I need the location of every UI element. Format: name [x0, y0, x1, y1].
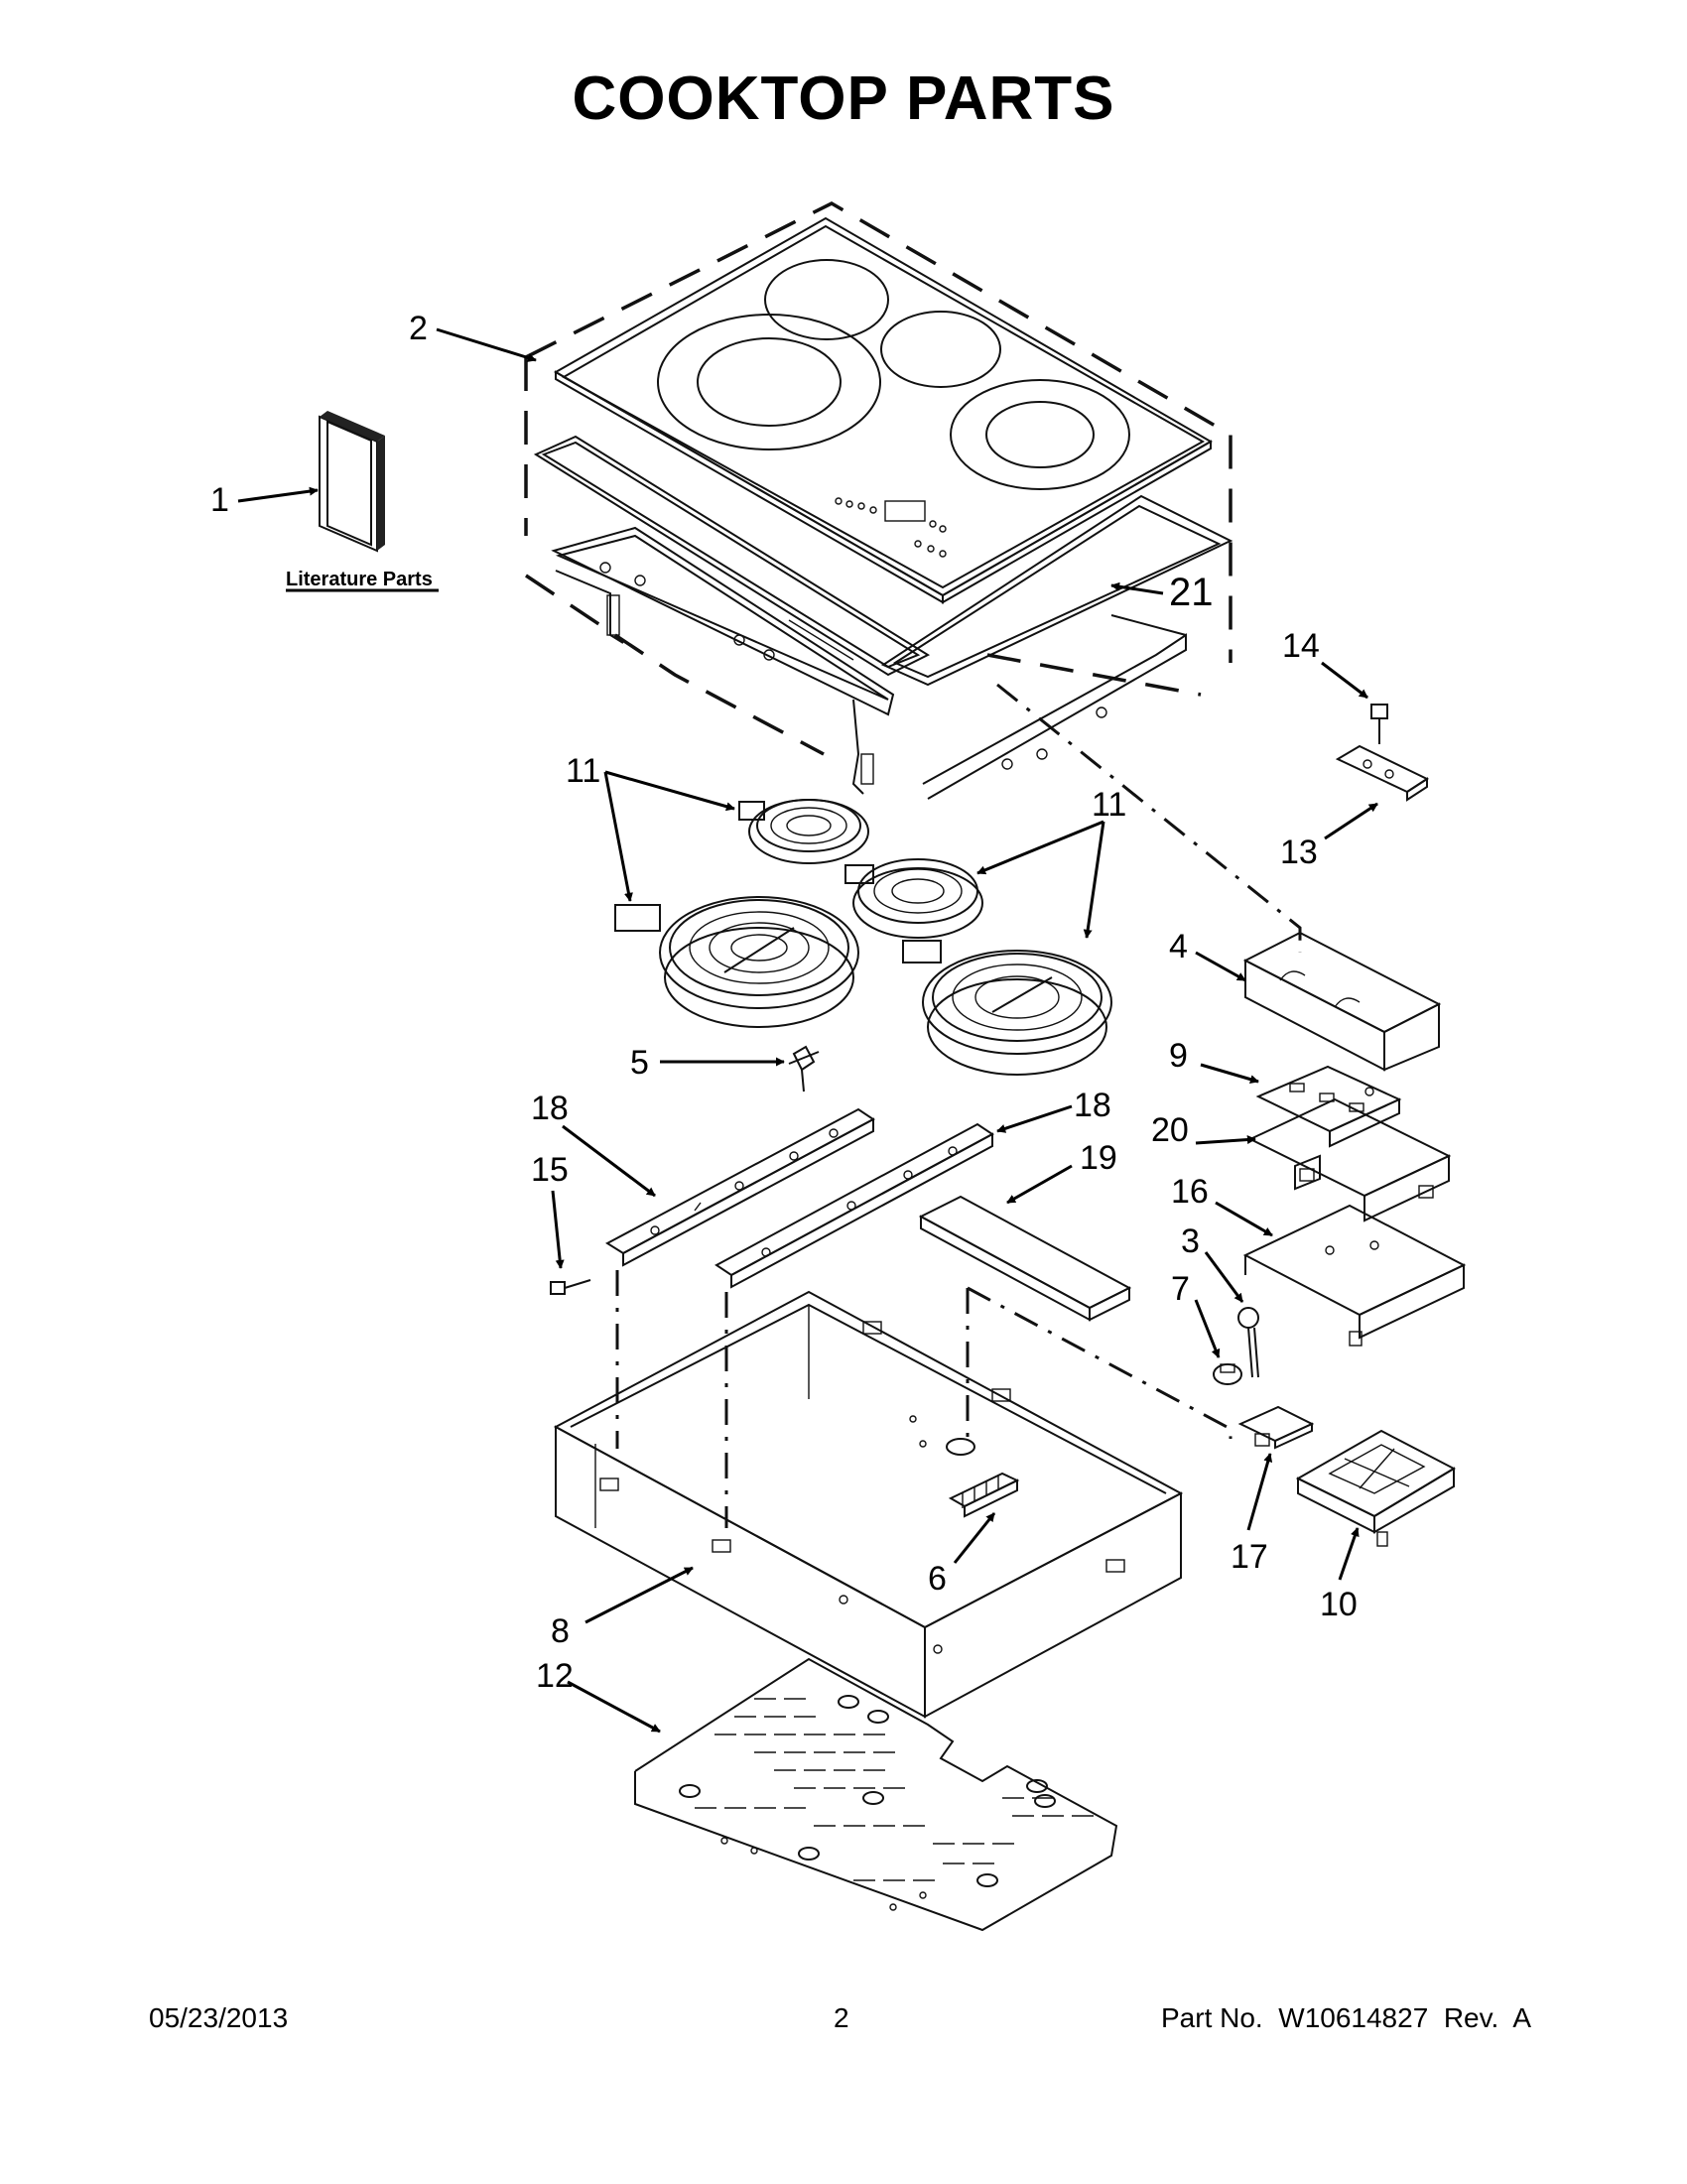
- cooktop-box-8: [553, 1290, 1184, 1719]
- heating-element-large-left: [614, 896, 859, 1028]
- leader-8: [584, 1566, 694, 1624]
- leader-11b-2: [1083, 821, 1105, 939]
- alignment-line-channel: [967, 1286, 1233, 1439]
- page-title: COOKTOP PARTS: [572, 64, 1115, 133]
- callout-15: 15: [531, 1151, 569, 1189]
- callout-10: 10: [1320, 1586, 1358, 1623]
- leader-11b-1: [976, 820, 1104, 875]
- cooktop-frame: [551, 526, 1187, 800]
- literature-parts-label: Literature Parts: [286, 569, 433, 590]
- heating-element-large-right: [902, 940, 1112, 1076]
- bracket-16: [1242, 1204, 1467, 1347]
- literature-booklet: [319, 411, 385, 553]
- leader-21: [1110, 581, 1164, 595]
- leader-11a-2: [603, 771, 633, 902]
- callout-21: 21: [1169, 571, 1214, 614]
- callout-11-right: 11: [1092, 786, 1126, 824]
- leader-18b: [996, 1104, 1073, 1133]
- leader-2: [436, 327, 537, 362]
- footer-date: 05/23/2013: [149, 2002, 289, 2033]
- leader-16: [1215, 1201, 1273, 1237]
- callout-12: 12: [536, 1657, 574, 1695]
- callout-14: 14: [1282, 627, 1320, 665]
- screw-14: [1370, 704, 1388, 744]
- leader-1: [237, 486, 319, 503]
- callout-18-right: 18: [1074, 1087, 1111, 1124]
- callout-1: 1: [210, 481, 229, 519]
- callout-3: 3: [1181, 1222, 1200, 1260]
- leader-10: [1338, 1527, 1360, 1581]
- control-board-9: [1255, 1065, 1402, 1148]
- callout-2: 2: [409, 310, 428, 347]
- rail-18-left: [605, 1107, 875, 1267]
- leader-19: [1006, 1164, 1073, 1205]
- bottom-plate-12: [634, 1657, 1118, 1932]
- leader-4: [1195, 951, 1246, 982]
- leader-17: [1246, 1453, 1273, 1531]
- alignment-line-frame: [996, 683, 1302, 953]
- callout-5: 5: [630, 1044, 649, 1082]
- glass-cooktop: [553, 216, 1214, 604]
- leader-20: [1195, 1135, 1256, 1145]
- callout-20: 20: [1151, 1111, 1189, 1149]
- screw-15: [550, 1279, 591, 1295]
- heating-element-small-center: [844, 858, 983, 939]
- shield-20: [1247, 1097, 1452, 1222]
- leader-15: [551, 1190, 565, 1269]
- leader-3: [1204, 1251, 1244, 1303]
- callout-17: 17: [1231, 1538, 1268, 1576]
- callout-11-left: 11: [566, 752, 600, 790]
- sensor-3-7: [1213, 1307, 1259, 1385]
- touch-control-marks: [835, 497, 947, 558]
- leader-7: [1194, 1299, 1221, 1358]
- callout-16: 16: [1171, 1173, 1209, 1211]
- callout-9: 9: [1169, 1037, 1188, 1075]
- switch-17: [1237, 1405, 1315, 1450]
- fan-housing-10: [1295, 1429, 1457, 1547]
- leader-18a: [562, 1124, 656, 1198]
- leader-9: [1200, 1063, 1259, 1085]
- callout-4: 4: [1169, 928, 1188, 965]
- footer-part-number: Part No. W10614827 Rev. A: [1161, 2002, 1532, 2033]
- bracket-13: [1335, 744, 1430, 802]
- heating-element-small-rear: [738, 799, 869, 864]
- callout-18-left: 18: [531, 1090, 569, 1127]
- footer-page-number: 2: [834, 2002, 849, 2033]
- callout-6: 6: [928, 1560, 947, 1598]
- leader-14: [1321, 661, 1368, 700]
- dashed-assembly-boundary: [524, 201, 1233, 756]
- callout-19: 19: [1080, 1139, 1117, 1177]
- callout-13: 13: [1280, 834, 1318, 871]
- rail-18-right: [714, 1122, 994, 1289]
- channel-19: [918, 1195, 1132, 1322]
- leader-12: [567, 1680, 661, 1734]
- leader-13: [1324, 802, 1378, 840]
- leader-6: [953, 1512, 996, 1564]
- clip-5: [788, 1045, 820, 1092]
- bracket-4: [1242, 931, 1442, 1072]
- callout-8: 8: [551, 1612, 570, 1650]
- leader-11a-1: [604, 770, 735, 812]
- terminal-block-6: [948, 1472, 1020, 1518]
- cooktop-seal: [533, 435, 1233, 687]
- callout-7: 7: [1171, 1270, 1190, 1308]
